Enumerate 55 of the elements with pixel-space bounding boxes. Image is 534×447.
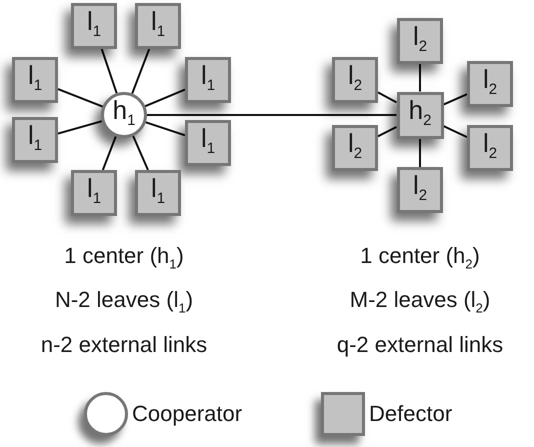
link-line [131, 48, 150, 94]
link-line [378, 126, 397, 138]
node-label: l$_{2}$ [412, 172, 428, 207]
node-label: l$_{1}$ [28, 122, 42, 157]
cooperator-node [101, 92, 147, 138]
defector-node [135, 3, 181, 49]
node-label: h$_{2}$ [408, 97, 432, 132]
link-line [147, 114, 396, 116]
node-label: l$_{2}$ [482, 66, 498, 101]
link-line [132, 136, 149, 170]
node-label: l$_{1}$ [28, 62, 42, 97]
caption-line: N-2 leaves (l$_{1}$) [54, 286, 194, 318]
defector-node [71, 170, 117, 216]
node-label: l$_{1}$ [86, 175, 102, 210]
node-label: h$_{1}$ [112, 97, 136, 132]
node-label: l$_{1}$ [150, 8, 166, 43]
defector-node [332, 125, 378, 171]
defector-node [12, 117, 58, 163]
link-line [102, 136, 117, 170]
link-line [419, 64, 421, 92]
link-line [58, 120, 102, 134]
link-line [443, 93, 468, 106]
legend-label: Cooperator [132, 401, 242, 427]
caption-line: q-2 external links [336, 330, 504, 359]
defector-node [185, 120, 231, 166]
defector-node [396, 92, 444, 138]
node-label: l$_{1}$ [200, 62, 216, 97]
defector-node [185, 57, 231, 103]
defector-node [12, 57, 58, 103]
link-line [378, 92, 397, 104]
node-label: l$_{1}$ [150, 175, 166, 210]
node-label: l$_{1}$ [200, 125, 216, 160]
node-label: l$_{2}$ [412, 23, 428, 58]
defector-node [397, 167, 443, 213]
link-line [100, 48, 118, 94]
caption-line: M-2 leaves (l$_{2}$) [348, 286, 492, 318]
node-label: l$_{1}$ [86, 8, 102, 43]
legend-label: Defector [369, 401, 452, 427]
link-line [58, 88, 103, 108]
defector-node [467, 125, 513, 171]
caption-line: 1 center (h$_{1}$) [63, 242, 185, 274]
defector-node [397, 18, 443, 64]
defector-node [135, 170, 181, 216]
node-label: l$_{2}$ [348, 130, 362, 165]
defector-node [332, 57, 378, 103]
link-line [144, 88, 186, 108]
defector-node [467, 61, 513, 107]
node-label: l$_{2}$ [482, 130, 498, 165]
link-line [443, 125, 468, 138]
node-label: l$_{2}$ [348, 62, 362, 97]
caption-line: n-2 external links [40, 330, 208, 359]
caption-line: 1 center (h$_{2}$) [359, 242, 481, 274]
link-line [146, 121, 186, 136]
link-line [419, 138, 421, 167]
defector-node [71, 3, 117, 49]
